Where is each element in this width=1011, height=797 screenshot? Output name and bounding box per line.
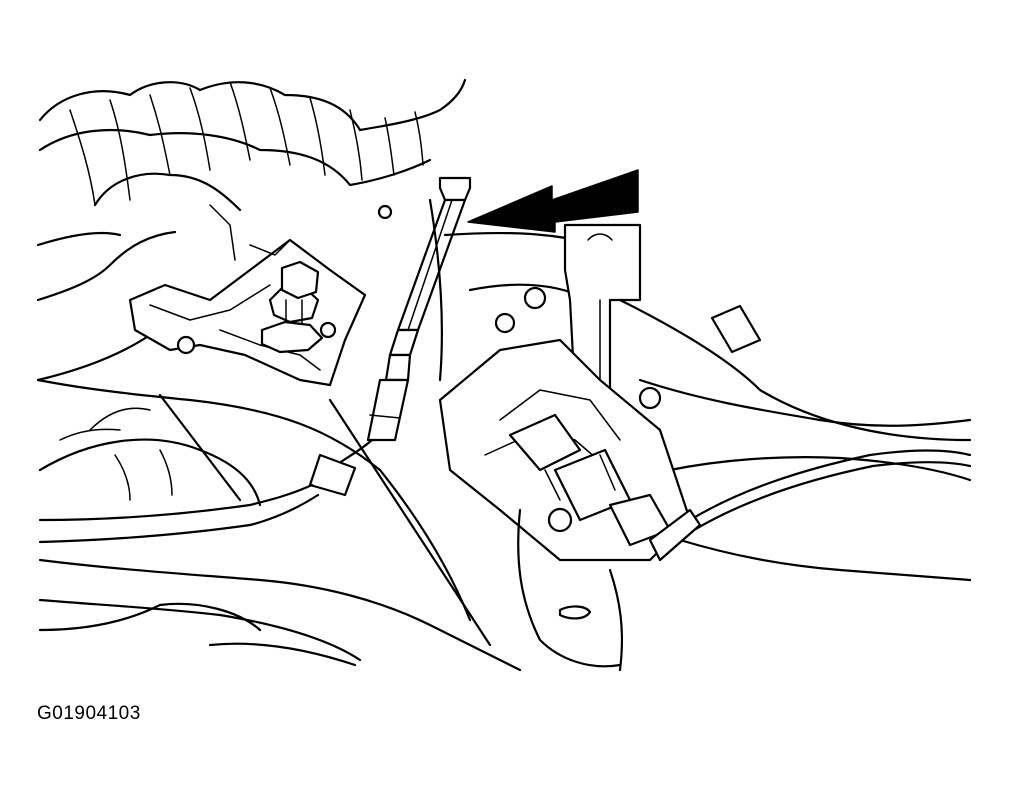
wiring-harness-right (618, 298, 972, 582)
switch-assembly (438, 223, 702, 672)
wiring-harness-upper-left (36, 78, 467, 382)
control-rod (38, 176, 472, 544)
housing-contours (36, 198, 602, 672)
pointer-arrow (467, 169, 639, 233)
figure-code: G01904103 (37, 703, 141, 724)
bolt-left (260, 260, 324, 354)
